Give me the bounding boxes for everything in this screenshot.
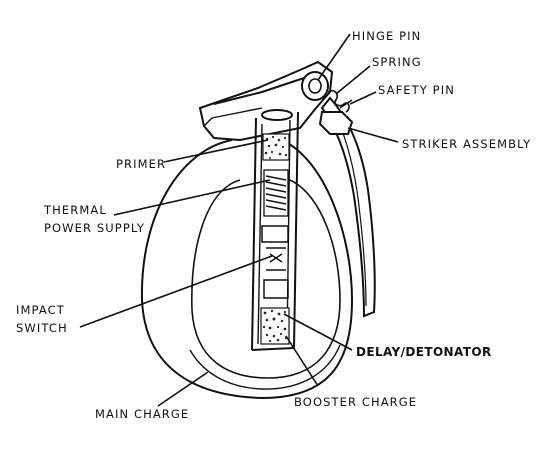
leader-safety-pin — [349, 91, 377, 105]
label-thermal-line2: POWER SUPPLY — [44, 221, 145, 235]
fuze-housing — [198, 60, 334, 142]
safety-lever — [320, 96, 376, 318]
fuze-cap — [198, 60, 334, 142]
tube-outer-right — [293, 111, 299, 349]
hinge-assembly — [301, 71, 350, 113]
hinge-pin-ring — [301, 71, 329, 101]
thermal-power-supply — [263, 169, 289, 217]
leader-thermal — [113, 179, 271, 216]
tube-top-opening — [261, 109, 293, 121]
callout-labels: HINGE PIN SPRING SAFETY PIN STRIKER ASSE… — [16, 29, 531, 421]
tube-bottom — [251, 347, 295, 351]
safety-pin-rod — [339, 99, 353, 109]
power-housing — [263, 169, 289, 217]
tube-outer-left — [251, 117, 257, 351]
lever-arm — [320, 96, 376, 318]
body-bottom-rim — [189, 344, 341, 390]
label-booster-charge: BOOSTER CHARGE — [294, 395, 417, 409]
leader-primer — [163, 139, 269, 163]
leader-delay-detonator — [283, 313, 353, 351]
body-outer-shell — [140, 139, 354, 400]
fuze-cap-edge — [203, 107, 263, 127]
label-impact-line1: IMPACT — [16, 303, 65, 317]
striker-assembly — [318, 99, 354, 135]
label-safety-pin: SAFETY PIN — [378, 83, 455, 97]
lever-inner-line — [333, 111, 367, 307]
label-impact-line2: SWITCH — [16, 321, 68, 335]
label-delay-detonator: DELAY/DETONATOR — [356, 345, 492, 359]
delay-detonator-charge — [260, 307, 290, 345]
primer-charge — [262, 133, 290, 161]
leader-hinge-pin — [317, 33, 351, 81]
impact-switch — [261, 225, 289, 299]
leader-lines — [79, 33, 399, 407]
hinge-pin-core — [308, 78, 322, 94]
spring-coil — [327, 89, 350, 113]
switch-block — [261, 225, 289, 243]
body-inner-shell — [191, 179, 341, 379]
label-striker-assembly: STRIKER ASSEMBLY — [402, 137, 531, 151]
grenade-body — [140, 139, 354, 400]
power-coil — [265, 175, 287, 211]
switch-lower — [263, 279, 289, 299]
switch-contacts — [266, 247, 286, 271]
label-main-charge: MAIN CHARGE — [95, 407, 189, 421]
leader-striker-assembly — [347, 127, 399, 143]
leader-impact — [79, 255, 273, 328]
label-thermal-line1: THERMAL — [43, 203, 107, 217]
striker-body — [318, 111, 354, 135]
tube-inner-left — [257, 123, 263, 345]
label-spring: SPRING — [372, 55, 422, 69]
leader-booster-charge — [285, 335, 319, 387]
leader-main-charge — [157, 371, 209, 407]
label-primer: PRIMER — [116, 157, 166, 171]
fuze-cap-top — [213, 77, 305, 105]
label-hinge-pin: HINGE PIN — [352, 29, 421, 43]
leader-spring — [335, 65, 371, 95]
